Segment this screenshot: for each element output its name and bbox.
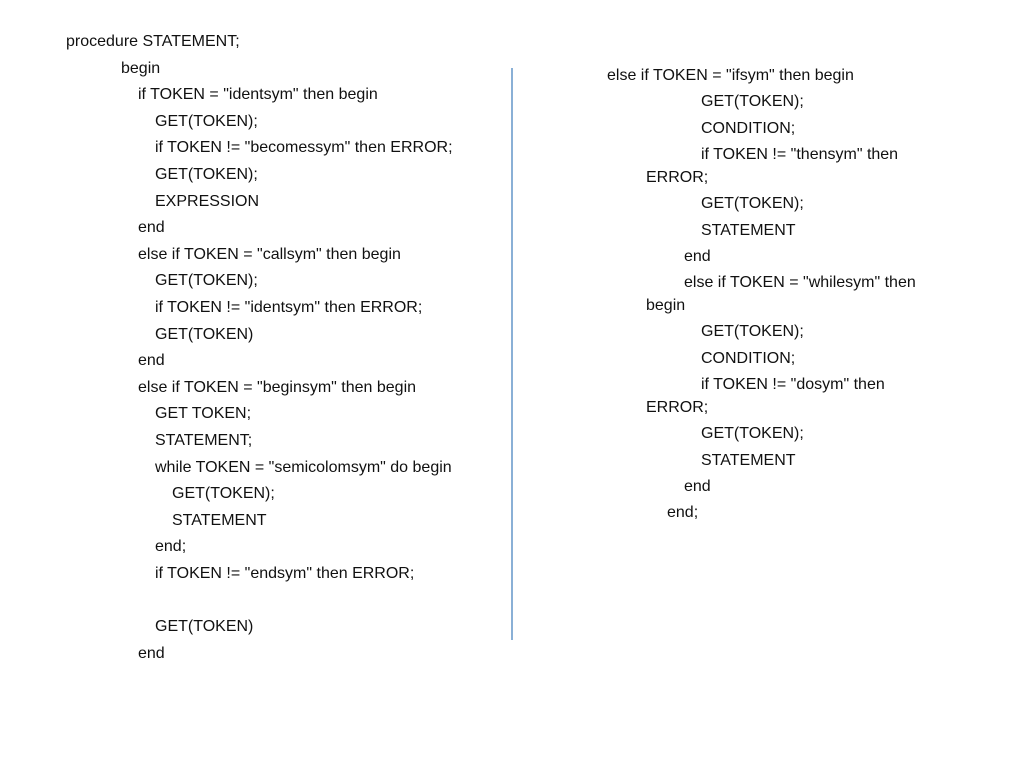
code-line: EXPRESSION [155,192,260,210]
blank-line [66,587,453,614]
code-column-left: procedure STATEMENT; begin if TOKEN = "ide… [66,29,453,667]
code-line: end [684,247,711,265]
code-line: CONDITION; [701,349,796,367]
code-line: end [138,219,165,237]
code-line: GET TOKEN; [155,405,252,423]
code-line: STATEMENT; [155,431,253,449]
code-line: GET(TOKEN); [155,165,258,183]
code-line: procedure STATEMENT; [66,33,240,50]
code-line: end [138,352,165,370]
code-line: while TOKEN = "semicolomsym" do begin [155,458,452,476]
code-line: else if TOKEN = "ifsym" then begin [607,67,854,84]
code-line-continuation: ERROR; [646,168,709,186]
code-line: else if TOKEN = "whilesym" then begin [607,270,916,319]
code-line: STATEMENT [172,511,267,529]
code-line: begin [121,59,161,77]
code-line: if TOKEN != "endsym" then ERROR; [155,564,415,582]
code-line: else if TOKEN = "beginsym" then begin [138,378,417,396]
code-line: STATEMENT [701,451,796,469]
code-line-text: if TOKEN != "thensym" then [701,146,899,164]
code-line: if TOKEN != "becomessym" then ERROR; [155,139,453,157]
code-line: GET(TOKEN) [155,325,254,343]
code-line: if TOKEN = "identsym" then begin [138,86,378,104]
code-line: CONDITION; [701,119,796,137]
code-line: GET(TOKEN) [155,618,254,636]
code-line-continuation: ERROR; [646,398,709,416]
code-line: GET(TOKEN); [172,485,275,503]
column-divider [511,68,513,640]
code-line: if TOKEN != "identsym" then ERROR; [155,298,423,316]
code-line: GET(TOKEN); [155,272,258,290]
code-line: end [138,644,165,662]
code-line: end; [155,538,187,556]
code-line-continuation: begin [646,296,686,314]
code-line-text: else if TOKEN = "whilesym" then [684,274,916,292]
code-line: STATEMENT [701,221,796,239]
code-line: GET(TOKEN); [701,323,804,341]
code-line: end; [667,504,699,522]
code-line: GET(TOKEN); [701,425,804,443]
code-line-text: if TOKEN != "dosym" then [701,376,885,394]
code-line: GET(TOKEN); [701,195,804,213]
code-line: GET(TOKEN); [155,112,258,130]
code-line: else if TOKEN = "callsym" then begin [138,245,401,263]
code-line: GET(TOKEN); [701,93,804,111]
code-line: end [684,477,711,495]
